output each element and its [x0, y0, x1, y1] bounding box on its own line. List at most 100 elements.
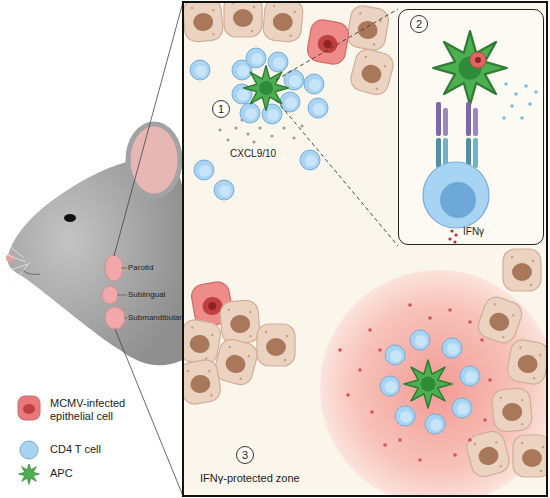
ifng-dot: [468, 438, 472, 442]
chemokine-dot: [300, 124, 303, 127]
cytokine-label: IFNγ: [463, 226, 484, 238]
epithelial-cell: [183, 2, 224, 43]
zoom-line: [115, 329, 183, 496]
zoom-dash: [276, 9, 398, 80]
ifng-dot: [383, 443, 387, 447]
cd4-t-cell: [425, 414, 445, 434]
gland-label: Parotid: [128, 263, 153, 272]
zoom-line: [114, 2, 183, 256]
ifng-dot: [338, 348, 342, 352]
chemokine-dot: [292, 136, 295, 139]
leader-line: [117, 268, 127, 318]
chemokine-dot: [226, 138, 229, 141]
inset-scene: [475, 57, 481, 63]
mouse-head: [0, 124, 183, 365]
mouse-head: [2, 240, 24, 258]
epithelial-cell: [346, 4, 391, 52]
ifng-dot: [408, 303, 412, 307]
cd4-t-cell: [442, 338, 462, 358]
chemokine-label: CXCL9/10: [230, 148, 276, 160]
cd4-t-cell: [460, 366, 480, 386]
epithelial-cell: [348, 47, 396, 97]
epithelial-cell: [257, 324, 295, 366]
ifng-dot: [378, 348, 382, 352]
inset-scene: [466, 102, 471, 136]
callout-number: 1: [212, 100, 230, 118]
salivary-gland: [105, 255, 123, 281]
salivary-gland: [102, 255, 125, 329]
chemokine-dot: [218, 128, 221, 131]
cd4-t-cell: [280, 92, 300, 112]
legend-text: APC: [50, 467, 150, 480]
zoom-dash: [276, 100, 398, 246]
cd4-t-cell: [246, 48, 266, 68]
leader-line: [121, 268, 127, 269]
ifng-dot: [488, 378, 492, 382]
apc-cell: [244, 66, 289, 111]
ifng-dot: [483, 418, 487, 422]
cd4-t-cell: [385, 345, 405, 365]
inset-scene: [436, 102, 441, 136]
apc-cell: [404, 360, 452, 408]
chemokine-dot: [246, 132, 249, 135]
epithelial-cell: [183, 358, 222, 406]
inset-scene: [450, 229, 453, 232]
legend-text: CD4 T cell: [50, 443, 150, 456]
mouse-head: [14, 262, 30, 282]
cd4-t-cell: [410, 330, 430, 350]
ifng-dot: [368, 328, 372, 332]
callout-number: 2: [410, 15, 428, 33]
inset-scene: [534, 90, 538, 94]
legend-entry: MCMV-infected epithelial cell: [14, 394, 164, 424]
callout-number: 3: [236, 446, 254, 464]
inset-scene: [448, 237, 451, 240]
ifng-dot: [418, 458, 422, 462]
inset-scene: [510, 104, 514, 108]
inset-scene: [473, 138, 478, 168]
ifng-dot: [448, 308, 452, 312]
epithelial-cell: [262, 2, 304, 43]
chemokine-dot: [252, 140, 255, 143]
cd4-t-cell: [268, 52, 288, 72]
inset-scene: [520, 116, 524, 120]
inset-scene: [398, 9, 544, 245]
inset-scene: [528, 102, 532, 106]
inset-scene: [448, 229, 457, 243]
ifng-dot: [338, 303, 492, 462]
chemokine-dot: [270, 134, 273, 137]
legend-text: MCMV-infected epithelial cell: [50, 397, 150, 422]
epithelial-cell: [224, 2, 262, 37]
zoom-dash: [276, 9, 398, 246]
ifng-dot: [468, 320, 472, 324]
chemokine-dot: [258, 126, 261, 129]
cd4-t-cell: [300, 150, 320, 170]
ifng-dot: [358, 368, 362, 372]
protected-zone-halo: [320, 270, 547, 496]
gland-label: Sublingual: [128, 290, 165, 299]
epithelial-cell: [183, 318, 222, 366]
inset-box: IFNγ: [398, 9, 544, 245]
cd4-t-cell: [395, 406, 415, 426]
cd4-t-cell: [190, 60, 210, 80]
epithelial-cell: [503, 249, 541, 291]
ifng-dot: [428, 316, 432, 320]
epithelial-cell: [506, 338, 547, 386]
inset-scene: [502, 116, 506, 120]
mouse-head: [0, 252, 26, 262]
chemokine-dot: [218, 118, 303, 143]
chemokine-dot: [282, 126, 285, 129]
ifng-dot: [480, 338, 484, 342]
cd4-t-cell: [452, 398, 472, 418]
ifng-dot: [398, 438, 402, 442]
epithelial-cell: [513, 435, 547, 477]
legend-sample: [14, 394, 44, 422]
epithelial-cell: [464, 429, 512, 479]
inset-scene: [514, 92, 518, 96]
legend-entry: CD4 T cell: [14, 440, 164, 462]
cd4-t-cell: [240, 103, 260, 123]
legend-sample: [23, 404, 35, 414]
epithelial-cell: [475, 294, 525, 346]
chemokine-dot: [234, 126, 237, 129]
cd4-t-cell: [308, 98, 328, 118]
